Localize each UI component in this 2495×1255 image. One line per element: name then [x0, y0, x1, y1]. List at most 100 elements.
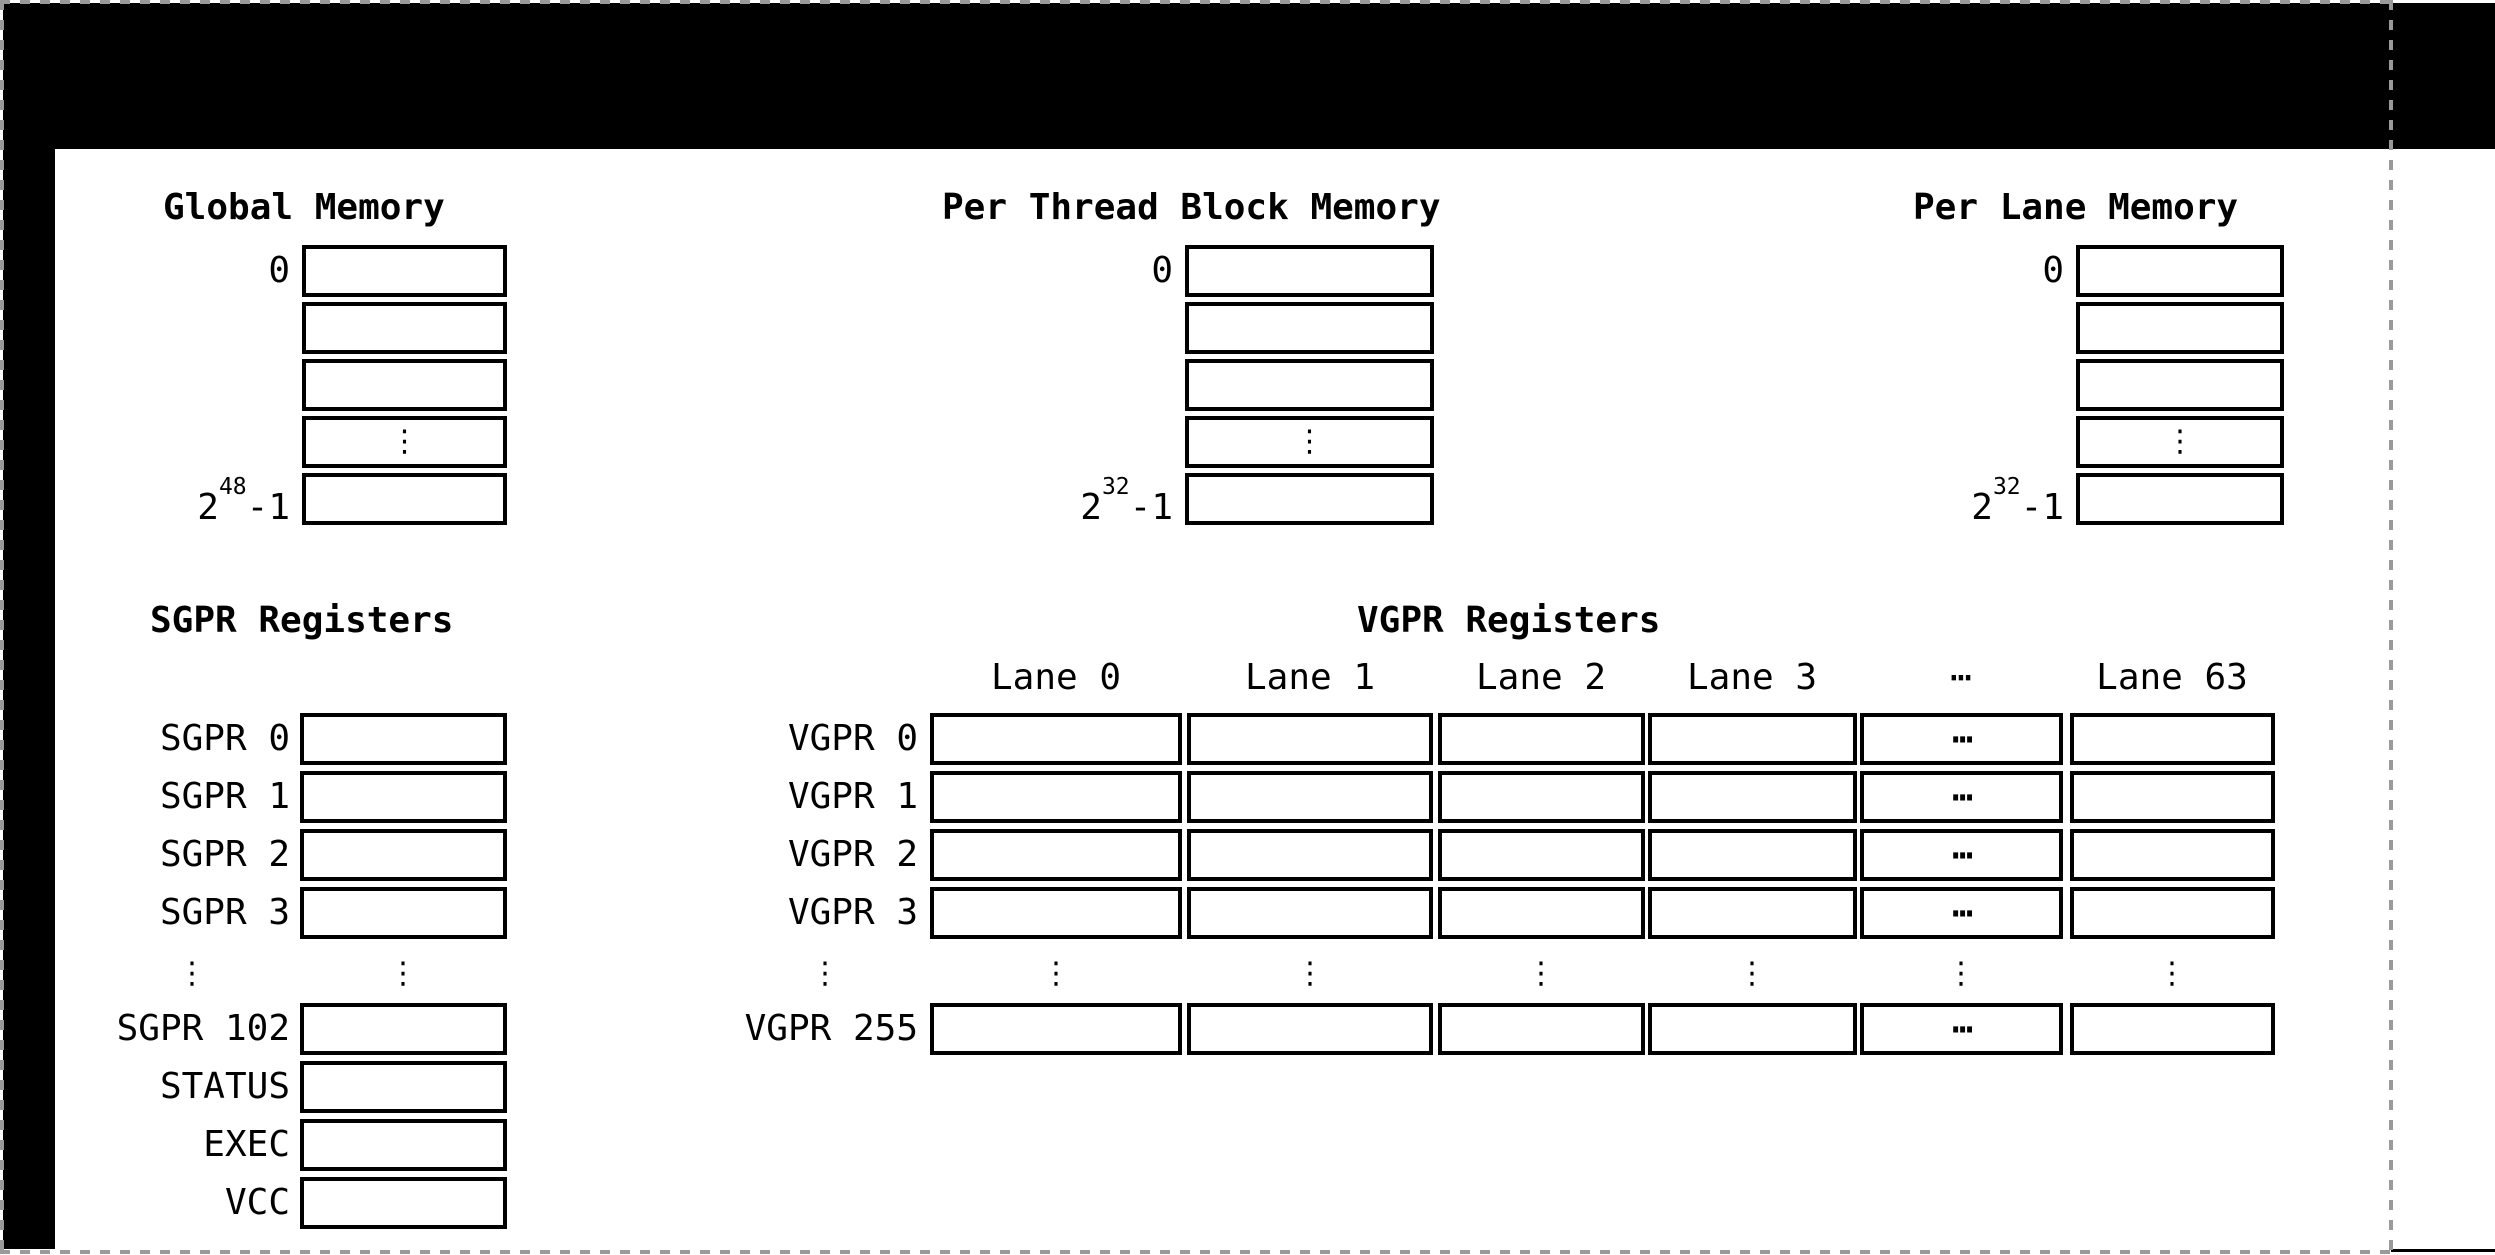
sgpr-row-label: SGPR 3 — [159, 892, 290, 933]
vgpr-cell — [930, 829, 1182, 881]
vgpr-title: VGPR Registers — [1357, 600, 1661, 641]
marquee-border-left — [0, 0, 4, 1255]
vertical-ellipsis: ⋮ — [1294, 424, 1325, 459]
address-suffix: -1 — [246, 487, 290, 528]
sgpr-cell — [300, 771, 507, 823]
vertical-ellipsis: ⋮ — [1737, 956, 1767, 991]
sgpr-cell — [300, 1119, 507, 1171]
vgpr-ellipsis-cell: ⋯ — [1860, 771, 2063, 823]
horizontal-ellipsis: ⋯ — [1952, 1009, 1973, 1049]
vgpr-ellipsis-cell: ⋯ — [1860, 829, 2063, 881]
lane-memory-cell — [2076, 473, 2284, 525]
sgpr-cell — [300, 887, 507, 939]
vgpr-cell — [1438, 771, 1645, 823]
vertical-ellipsis: ⋮ — [1946, 956, 1976, 991]
sgpr-cell — [300, 1061, 507, 1113]
horizontal-ellipsis: ⋯ — [1952, 777, 1973, 817]
vgpr-cell — [1187, 713, 1433, 765]
vgpr-cell — [2070, 713, 2275, 765]
vgpr-cell — [1187, 887, 1433, 939]
global-memory-cell — [302, 245, 507, 297]
vertical-ellipsis: ⋮ — [389, 424, 420, 459]
vgpr-cell — [1438, 887, 1645, 939]
lane-header: Lane 1 — [1244, 657, 1376, 698]
address-base: 2 — [1971, 487, 1993, 528]
marquee-border-bottom — [0, 1250, 2392, 1254]
vertical-ellipsis: ⋮ — [177, 956, 207, 991]
vertical-ellipsis: ⋮ — [2165, 424, 2195, 459]
sgpr-row-label: EXEC — [203, 1124, 290, 1165]
vgpr-cell — [1648, 887, 1857, 939]
lane-memory-cell — [2076, 245, 2284, 297]
global-memory-cell — [302, 473, 507, 525]
lane-memory-top-address: 0 — [2042, 250, 2064, 291]
left-black-band — [3, 3, 55, 1249]
lane-memory-title: Per Lane Memory — [1913, 187, 2239, 228]
lane-memory-bottom-address: 232-1 — [1864, 473, 2064, 534]
sgpr-row-label: SGPR 2 — [159, 834, 290, 875]
thread-block-memory-cell — [1185, 359, 1434, 411]
address-suffix: -1 — [1129, 487, 1173, 528]
horizontal-ellipsis: ⋯ — [1952, 893, 1973, 933]
address-exponent: 32 — [1992, 474, 2021, 500]
sgpr-title: SGPR Registers — [150, 600, 454, 641]
sgpr-cell — [300, 1003, 507, 1055]
sgpr-row-label: SGPR 0 — [159, 718, 290, 759]
vgpr-cell — [2070, 1003, 2275, 1055]
thread-block-memory-bottom-address: 232-1 — [973, 473, 1173, 534]
vertical-ellipsis: ⋮ — [1295, 956, 1325, 991]
vgpr-ellipsis-cell: ⋯ — [1860, 713, 2063, 765]
global-memory-bottom-address: 248-1 — [90, 473, 290, 534]
address-base: 2 — [197, 487, 219, 528]
horizontal-ellipsis: ⋯ — [1952, 835, 1973, 875]
address-exponent: 48 — [218, 474, 247, 500]
vertical-ellipsis: ⋮ — [1526, 956, 1556, 991]
vgpr-row-label: VGPR 1 — [787, 776, 918, 817]
sgpr-cell — [300, 713, 507, 765]
vgpr-row-label: VGPR 0 — [787, 718, 918, 759]
vgpr-ellipsis-cell: ⋯ — [1860, 1003, 2063, 1055]
vgpr-cell — [2070, 887, 2275, 939]
lane-header: Lane 0 — [990, 657, 1122, 698]
thread-block-memory-top-address: 0 — [1151, 250, 1173, 291]
vgpr-row-label: VGPR 255 — [744, 1008, 918, 1049]
horizontal-ellipsis: ⋯ — [1952, 719, 1973, 759]
vertical-ellipsis: ⋮ — [2157, 956, 2187, 991]
lane-header: Lane 3 — [1686, 657, 1818, 698]
vgpr-cell — [1438, 829, 1645, 881]
sgpr-cell — [300, 1177, 507, 1229]
vertical-ellipsis: ⋮ — [1041, 956, 1071, 991]
vgpr-cell — [930, 771, 1182, 823]
vertical-ellipsis: ⋮ — [810, 956, 840, 991]
vertical-ellipsis: ⋮ — [388, 956, 418, 991]
thread-block-memory-cell — [1185, 473, 1434, 525]
address-suffix: -1 — [2020, 487, 2064, 528]
sgpr-row-label: SGPR 102 — [116, 1008, 290, 1049]
marquee-border-top — [0, 0, 2392, 4]
global-memory-cell — [302, 359, 507, 411]
vgpr-row-label: VGPR 3 — [787, 892, 918, 933]
lane-memory-ellipsis-cell: ⋮ — [2076, 416, 2284, 468]
vgpr-cell — [1438, 1003, 1645, 1055]
vgpr-cell — [930, 713, 1182, 765]
vgpr-cell — [2070, 771, 2275, 823]
bottom-right-rule — [2391, 1249, 2495, 1252]
thread-block-memory-cell — [1185, 302, 1434, 354]
global-memory-cell — [302, 302, 507, 354]
sgpr-row-label: SGPR 1 — [159, 776, 290, 817]
vgpr-cell — [1648, 1003, 1857, 1055]
vgpr-cell — [1648, 713, 1857, 765]
sgpr-cell — [300, 829, 507, 881]
thread-block-memory-ellipsis-cell: ⋮ — [1185, 416, 1434, 468]
vgpr-cell — [1648, 829, 1857, 881]
vgpr-cell — [1187, 1003, 1433, 1055]
lane-header-ellipsis: ⋯ — [1950, 657, 1972, 698]
vgpr-cell — [1648, 771, 1857, 823]
vgpr-row-label: VGPR 2 — [787, 834, 918, 875]
sgpr-row-label: STATUS — [159, 1066, 290, 1107]
top-black-band — [3, 3, 2495, 149]
lane-header: Lane 2 — [1475, 657, 1607, 698]
vgpr-cell — [1438, 713, 1645, 765]
global-memory-top-address: 0 — [268, 250, 290, 291]
